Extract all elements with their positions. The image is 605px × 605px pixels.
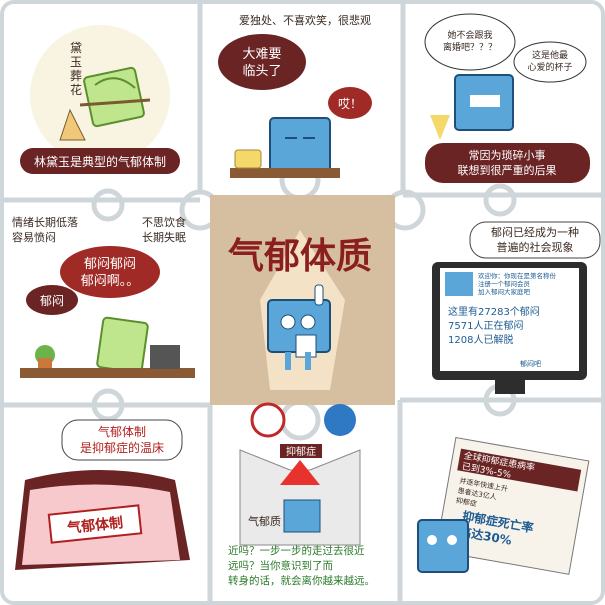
p6-stamp: 气郁体制 bbox=[65, 514, 123, 537]
no-straight-sign bbox=[250, 402, 286, 438]
p1-cube-character bbox=[59, 66, 151, 141]
p1-vertical-title: 黛玉葬花 bbox=[70, 41, 82, 97]
panel-social: 郁闷已经成为一种普遍的社会现象 欢迎你：你现在是第名称份注册一个郁闷会员加入郁闷… bbox=[432, 221, 601, 394]
panel-stats: 全球抑郁症患病率已到3%-5% 并逐年快速上升患者达3亿人抑郁症 抑郁症死亡率高… bbox=[417, 436, 590, 575]
p2-bubble1: 大难要临头了 bbox=[242, 47, 281, 79]
p3-bubble: 她不会跟我离婚吧？？？ bbox=[443, 29, 497, 53]
center-title: 气郁体质 bbox=[228, 236, 372, 277]
p5-screen-header: 欢迎你：你现在是第名称份注册一个郁闷会员加入郁闷大家庭吧 bbox=[478, 271, 557, 296]
panel-lin-daiyu: 黛玉葬花 林黛玉是典型的气郁体制 bbox=[20, 25, 180, 174]
p4-left-text: 情绪长期低落容易愤闷 bbox=[12, 215, 78, 244]
u-turn-sign bbox=[324, 404, 356, 436]
p5-caption: 郁闷已经成为一种普遍的社会现象 bbox=[491, 225, 579, 254]
panel-bed: 气郁体制是抑郁症的温床 气郁体制 bbox=[15, 419, 190, 570]
p4-bubble-big: 郁闷郁闷郁闷啊。。 bbox=[81, 257, 140, 289]
p6-bed: 气郁体制 bbox=[15, 470, 190, 570]
p2-bubble2: 哎！ bbox=[338, 97, 362, 111]
p5-footer: 郁闷吧 bbox=[520, 359, 541, 368]
p6-caption: 气郁体制是抑郁症的温床 bbox=[80, 424, 164, 455]
panel-road: 抑郁症 气郁质 近吗？一步一步的走过去很近远吗？当你意识到了而转身的话，就会离你… bbox=[228, 402, 375, 587]
p1-caption: 林黛玉是典型的气郁体制 bbox=[34, 154, 166, 169]
p4-right-text: 不思饮食长期失眠 bbox=[142, 215, 186, 244]
center-cube-character bbox=[267, 284, 331, 370]
p2-cube-character bbox=[230, 117, 340, 178]
p4-bubble-small: 郁闷 bbox=[40, 293, 64, 308]
p7-label: 气郁质 bbox=[248, 514, 281, 528]
p3-side: 这是他最心爱的杯子 bbox=[527, 49, 572, 73]
p5-monitor: 欢迎你：你现在是第名称份注册一个郁闷会员加入郁闷大家庭吧 这里有27283个郁闷… bbox=[432, 262, 587, 394]
center-piece: 气郁体质 bbox=[210, 195, 395, 405]
panel-alone: 爱独处、不喜欢笑，很悲观 大难要临头了 哎！ bbox=[218, 13, 372, 178]
p3-cube-character bbox=[430, 74, 514, 140]
p3-caption: 常因为琐碎小事联想到很严重的后果 bbox=[458, 148, 557, 177]
panel-depressed: 情绪长期低落容易愤闷 不思饮食长期失眠 郁闷郁闷郁闷啊。。 郁闷 bbox=[12, 215, 195, 378]
p2-top-text: 爱独处、不喜欢笑，很悲观 bbox=[239, 13, 371, 27]
panel-worry: 她不会跟我离婚吧？？？ 这是他最心爱的杯子 常因为琐碎小事联想到很严重的后果 bbox=[424, 13, 590, 183]
p7-sign: 抑郁症 bbox=[286, 445, 316, 458]
p4-cube-character bbox=[20, 316, 195, 378]
p7-bottom: 近吗？一步一步的走过去很近远吗？当你意识到了而转身的话，就会离你越来越远。 bbox=[228, 544, 375, 587]
